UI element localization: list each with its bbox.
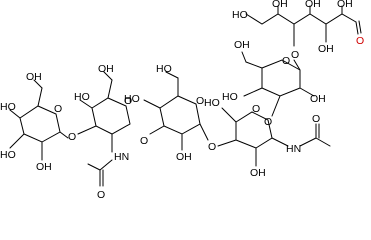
hydroxyl-label: HO: [74, 91, 90, 103]
chemical-structure-diagram: HO OH OH OH OH O O O OH HO OH O: [0, 0, 364, 201]
hydroxyl-label: OH: [310, 93, 326, 105]
hydroxyl-label: OH: [36, 161, 52, 173]
glycosidic-oxygen-label: O: [291, 49, 299, 61]
ring-oxygen-label: O: [196, 95, 204, 107]
ring-oxygen-label: O: [252, 103, 260, 115]
aldehyde-oxygen-label: O: [356, 35, 364, 47]
glcnac-ring-right: [217, 107, 331, 167]
glycosidic-oxygen-label: O: [208, 141, 216, 153]
galactose-ring-middle: [143, 71, 209, 151]
hydroxyl-label: HO: [0, 101, 16, 113]
hydroxyl-label: HO: [156, 63, 172, 75]
glycosidic-oxygen-label: O: [68, 131, 76, 143]
hydroxyl-label: OH: [318, 43, 334, 55]
amide-nh-label: HN: [286, 143, 301, 155]
hydroxyl-label: OH: [272, 0, 288, 10]
hydroxyl-label: OH: [305, 0, 321, 10]
hydroxyl-label: HO: [124, 93, 140, 105]
hydroxyl-label: HO: [232, 9, 248, 21]
ring-oxygen-label: O: [282, 55, 290, 67]
hydroxyl-label: OH: [26, 71, 42, 83]
carbonyl-oxygen-label: O: [312, 113, 320, 125]
hydroxyl-label: OH: [250, 167, 266, 179]
hydroxyl-label: OH: [176, 151, 192, 163]
hydroxyl-label: HO: [222, 91, 238, 103]
hydroxyl-label: HO: [204, 97, 220, 109]
glycosidic-oxygen-label: O: [140, 135, 148, 147]
hydroxyl-label: OH: [234, 39, 250, 51]
ring-oxygen-label: O: [124, 95, 132, 107]
open-chain-sugar: [245, 5, 362, 47]
carbonyl-oxygen-label: O: [97, 189, 105, 201]
galactose-ring: [241, 51, 315, 117]
hydroxyl-label: OH: [98, 63, 114, 75]
hydroxyl-label: HO: [0, 149, 16, 161]
galactose-ring-left: [9, 79, 69, 161]
ring-oxygen-label: O: [54, 103, 62, 115]
amide-nh-label: HN: [114, 151, 129, 163]
glcnac-ring-left: [77, 71, 131, 187]
hydroxyl-label: OH: [337, 0, 353, 10]
